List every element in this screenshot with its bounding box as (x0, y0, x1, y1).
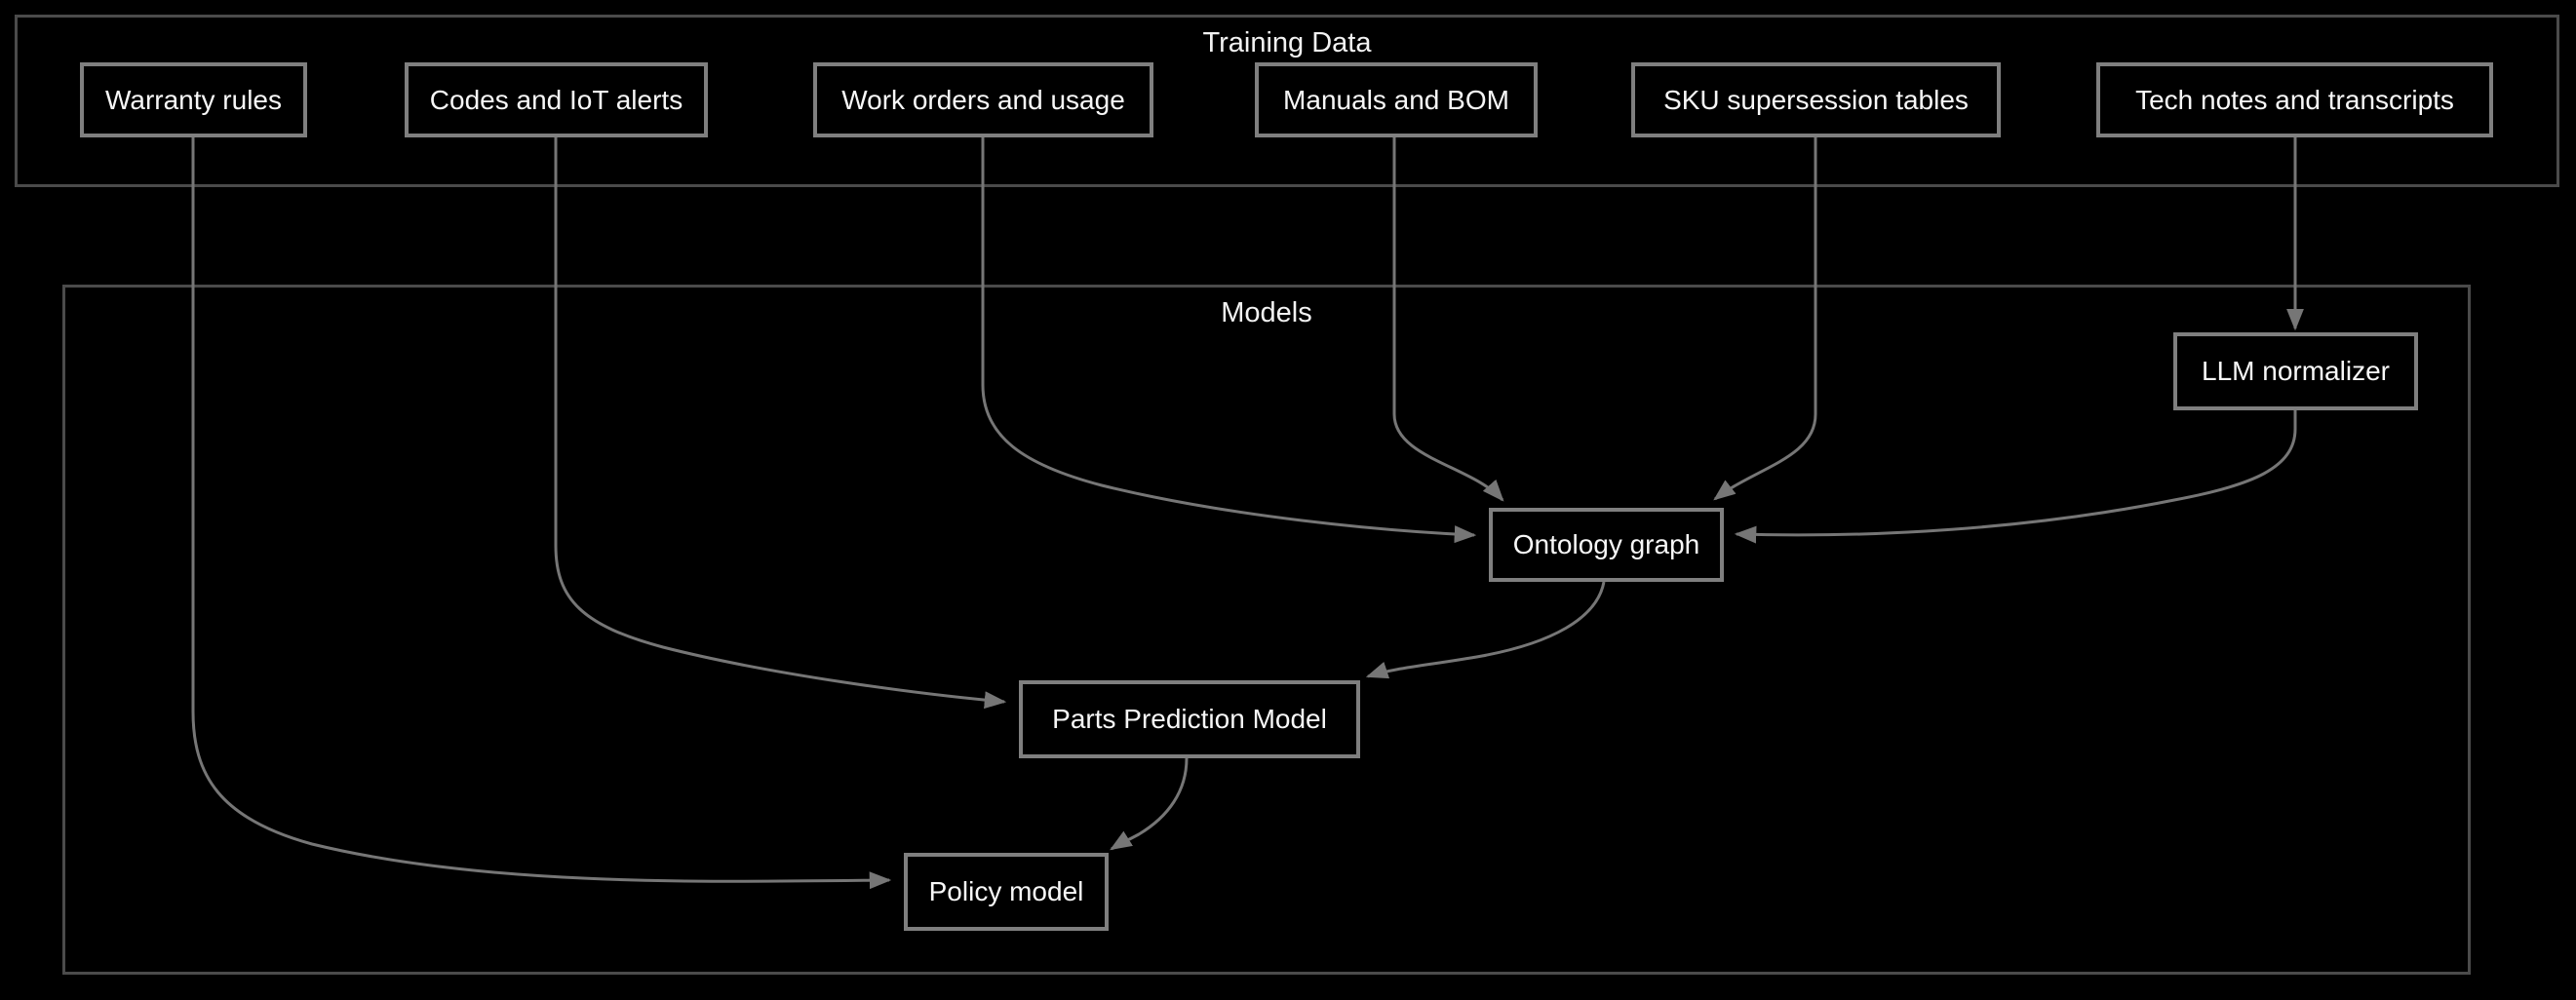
node-work-orders-usage-label: Work orders and usage (841, 84, 1125, 115)
cluster-models-label: Models (1221, 297, 1312, 328)
node-manuals-bom: Manuals and BOM (1255, 62, 1538, 137)
node-warranty-rules: Warranty rules (80, 62, 307, 137)
cluster-training-data-label: Training Data (1202, 27, 1372, 58)
edge-parts-prediction-model-to-policy-model (1110, 757, 1189, 851)
edge-manuals-bom-to-ontology-graph (1392, 137, 1504, 502)
node-policy-model-label: Policy model (928, 876, 1084, 906)
node-ontology-graph: Ontology graph (1489, 508, 1724, 582)
node-parts-prediction-model-label: Parts Prediction Model (1052, 704, 1327, 734)
edge-work-orders-usage-to-ontology-graph (981, 137, 1477, 544)
node-parts-prediction-model: Parts Prediction Model (1019, 680, 1360, 758)
node-codes-iot-alerts: Codes and IoT alerts (405, 62, 708, 137)
node-codes-iot-alerts-label: Codes and IoT alerts (429, 84, 683, 115)
node-warranty-rules-label: Warranty rules (104, 84, 282, 115)
node-policy-model: Policy model (904, 853, 1109, 931)
node-llm-normalizer-label: LLM normalizer (2202, 356, 2390, 386)
edge-codes-iot-alerts-to-parts-prediction-model (554, 137, 1007, 710)
edge-sku-supersession-to-ontology-graph (1713, 137, 1817, 501)
node-tech-notes-transcripts-label: Tech notes and transcripts (2135, 84, 2454, 115)
cluster-training-data: Training Data (15, 15, 2559, 187)
edge-llm-normalizer-to-ontology-graph (1734, 410, 2297, 544)
node-sku-supersession-label: SKU supersession tables (1663, 84, 1969, 115)
node-sku-supersession: SKU supersession tables (1631, 62, 2001, 137)
node-work-orders-usage: Work orders and usage (813, 62, 1153, 137)
edge-ontology-graph-to-parts-prediction-model (1365, 581, 1606, 679)
node-ontology-graph-label: Ontology graph (1512, 529, 1700, 559)
node-tech-notes-transcripts: Tech notes and transcripts (2096, 62, 2493, 137)
node-manuals-bom-label: Manuals and BOM (1283, 84, 1509, 115)
edge-warranty-rules-to-policy-model (191, 137, 892, 890)
node-llm-normalizer: LLM normalizer (2173, 332, 2418, 410)
cluster-models: Models (62, 285, 2471, 975)
